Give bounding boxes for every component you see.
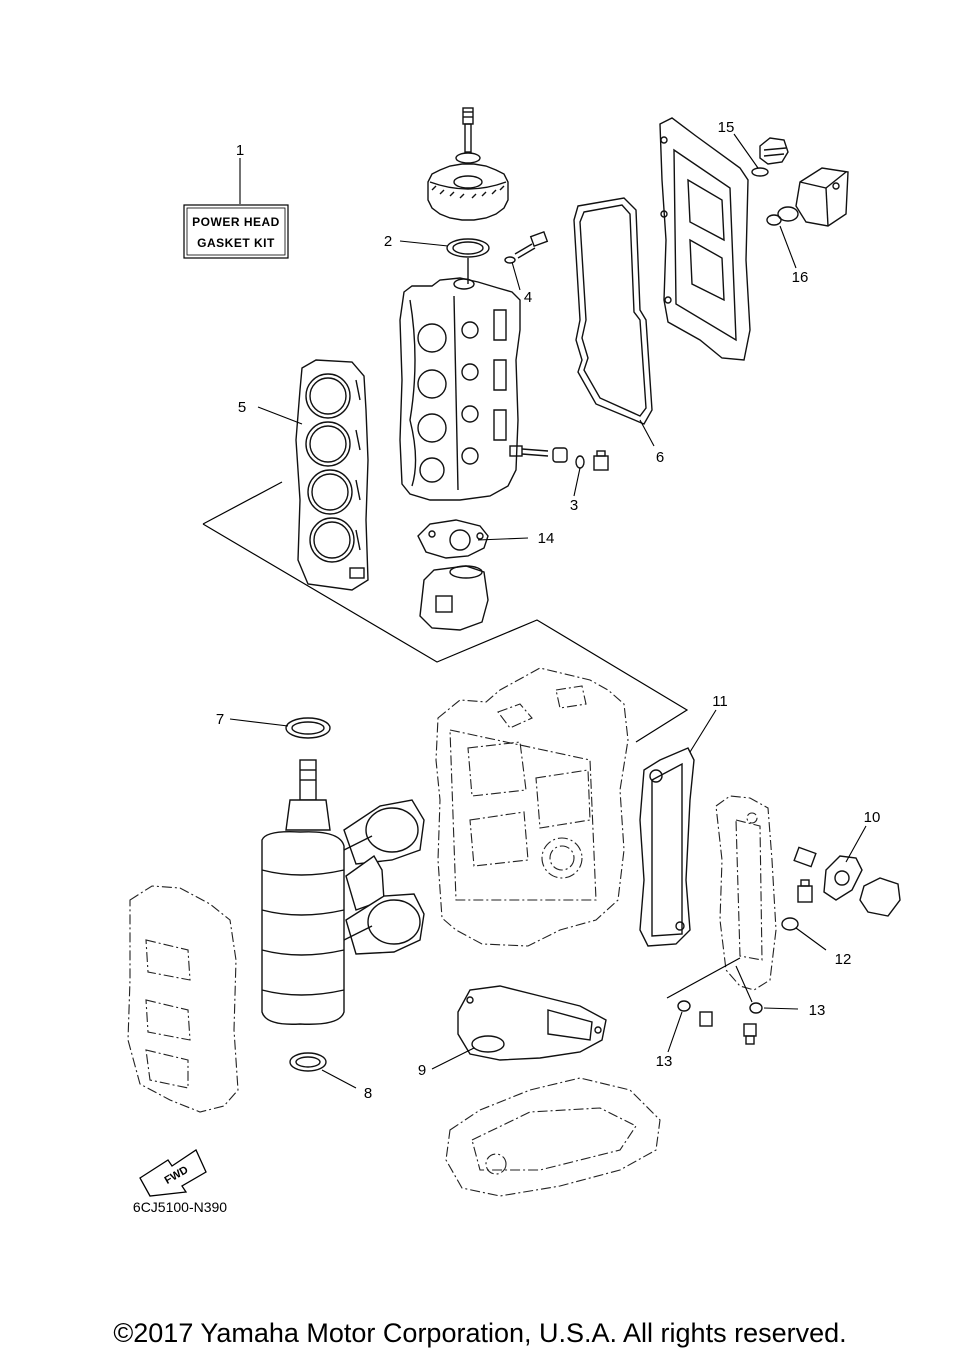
crankshaft xyxy=(261,759,345,1025)
callout-14: 14 xyxy=(538,530,555,547)
callout-1: 1 xyxy=(236,142,244,159)
cylinder-block xyxy=(435,667,629,947)
exhaust-gasket-11 xyxy=(639,747,695,947)
callout-5: 5 xyxy=(238,399,246,416)
pistons xyxy=(343,799,425,955)
water-housing xyxy=(419,565,489,631)
o-ring-16 xyxy=(766,214,782,226)
callout-8: 8 xyxy=(364,1085,372,1102)
anode-plug xyxy=(793,846,817,903)
drain-bolt-3 xyxy=(509,445,609,471)
bracket-head-left xyxy=(202,481,283,525)
fwd-arrow: FWD xyxy=(139,1149,207,1197)
callout-9: 9 xyxy=(418,1062,426,1079)
callout-4: 4 xyxy=(524,289,532,306)
diagram-code: 6CJ5100-N390 xyxy=(133,1199,227,1215)
oil-filler-cap xyxy=(751,137,789,177)
o-ring-13b xyxy=(749,1002,763,1014)
kit-label-line2: GASKET KIT xyxy=(197,236,275,250)
callout-13a: 13 xyxy=(656,1053,673,1070)
thermostat-gasket-10 xyxy=(823,855,901,917)
oil-seal-2 xyxy=(446,238,490,258)
camshaft-pulley xyxy=(427,107,509,221)
callout-10: 10 xyxy=(864,809,881,826)
exhaust-guide xyxy=(445,1077,661,1197)
gasket-9 xyxy=(457,985,607,1061)
callout-12: 12 xyxy=(835,951,852,968)
kit-label-line1: POWER HEAD xyxy=(192,215,280,229)
oil-seal-8 xyxy=(289,1052,327,1072)
leader-lines xyxy=(229,133,867,1089)
o-ring-13a xyxy=(677,1000,691,1012)
callout-2: 2 xyxy=(384,233,392,250)
bracket-13 xyxy=(666,957,741,999)
o-ring-12 xyxy=(781,917,799,931)
exhaust-cover xyxy=(715,795,777,991)
bolt-and-washer xyxy=(504,231,549,264)
copyright-notice: ©2017 Yamaha Motor Corporation, U.S.A. A… xyxy=(113,1318,847,1348)
cylinder-head xyxy=(399,258,521,501)
bracket-head-block xyxy=(202,523,689,743)
cover-gasket-6 xyxy=(573,197,653,425)
callout-7: 7 xyxy=(216,711,224,728)
crankcase xyxy=(127,885,239,1113)
callout-16: 16 xyxy=(792,269,809,286)
callout-15: 15 xyxy=(718,119,735,136)
parts-diagram: POWER HEAD GASKET KIT xyxy=(127,107,901,1215)
kit-label-box: POWER HEAD GASKET KIT xyxy=(183,204,289,259)
callout-11: 11 xyxy=(712,693,728,710)
gasket-14 xyxy=(417,519,489,559)
head-gasket-5 xyxy=(295,359,369,591)
callout-3: 3 xyxy=(570,497,578,514)
plug-bolts xyxy=(699,1011,757,1045)
fuel-pump xyxy=(777,167,849,227)
callout-6: 6 xyxy=(656,449,664,466)
callout-13b: 13 xyxy=(809,1002,826,1019)
cylinder-head-cover xyxy=(659,117,751,361)
oil-seal-7 xyxy=(285,717,331,739)
